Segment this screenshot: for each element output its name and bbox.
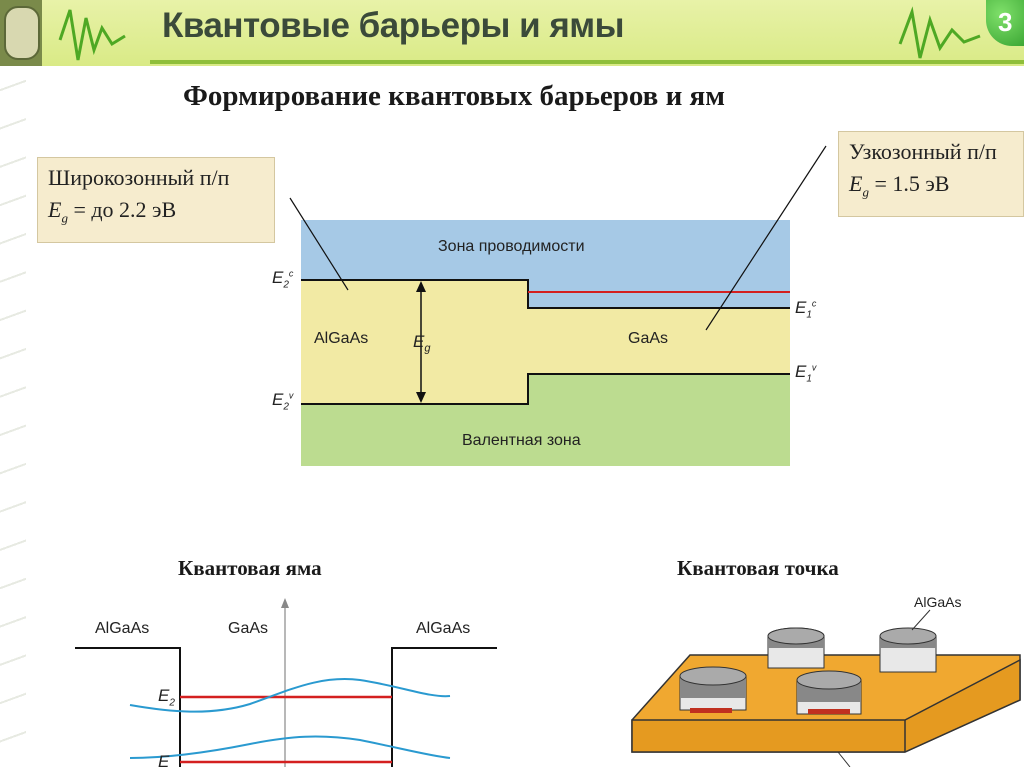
conduction-zone-label: Зона проводимости xyxy=(438,238,585,255)
gaas-label: GaAs xyxy=(628,330,669,347)
well-gaas: GaAs xyxy=(228,620,269,637)
narrow-gap-eg: Eg = 1.5 эВ xyxy=(849,171,950,200)
wave-decoration xyxy=(58,6,981,61)
wide-gap-eg: Eg = до 2.2 эВ xyxy=(48,197,177,226)
dot-algaas-label: AlGaAs xyxy=(914,594,962,610)
valence-zone-label: Валентная зона xyxy=(462,432,581,449)
e2v-label: E2v xyxy=(272,390,294,413)
wide-gap-callout: Широкозонный п/п Eg = до 2.2 эВ xyxy=(37,157,275,243)
narrow-gap-label: Узкозонный п/п xyxy=(849,139,997,164)
algaas-label: AlGaAs xyxy=(314,330,369,347)
well-e1-label: E xyxy=(158,752,170,771)
header-strip xyxy=(150,60,1024,64)
wide-gap-label: Широкозонный п/п xyxy=(48,165,230,190)
side-decoration xyxy=(0,70,26,767)
header-title: Квантовые барьеры и ямы xyxy=(162,6,625,45)
header-bar: Квантовые барьеры и ямы 3 xyxy=(0,0,1024,66)
well-e2-label: E2 xyxy=(158,686,175,709)
eg-gap-label: Eg xyxy=(413,332,431,355)
e2c-label: E2c xyxy=(272,268,294,291)
emblem-logo xyxy=(0,0,42,66)
quantum-well-title: Квантовая яма xyxy=(178,556,322,580)
well-right-algaas: AlGaAs xyxy=(416,620,471,637)
page-title: Формирование квантовых барьеров и ям xyxy=(183,80,725,112)
e1c-label: E1c xyxy=(795,298,817,321)
narrow-gap-callout: Узкозонный п/п Eg = 1.5 эВ xyxy=(838,131,1024,217)
quantum-dot-title: Квантовая точка xyxy=(677,556,839,580)
well-left-algaas: AlGaAs xyxy=(95,620,150,637)
e1v-label: E1v xyxy=(795,362,817,385)
